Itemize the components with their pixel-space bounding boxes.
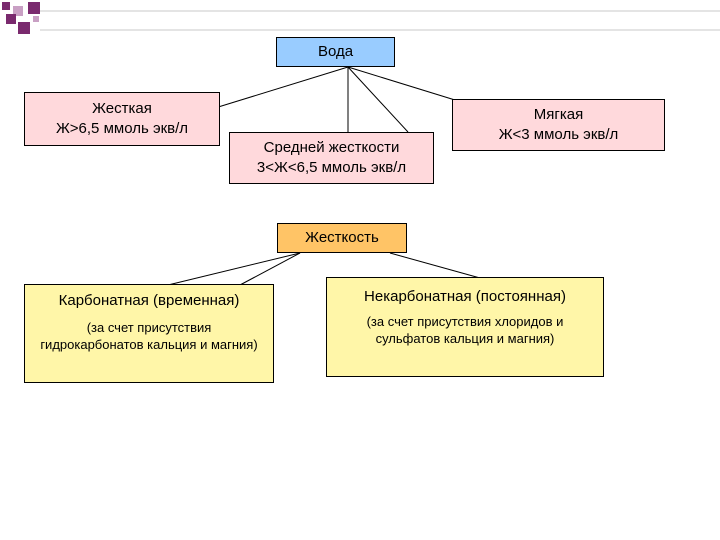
decor-square-1 (2, 2, 10, 10)
node-hardness: Жесткость (277, 223, 407, 253)
decor-square-6 (33, 16, 39, 22)
connector-water-medium-2 (347, 66, 409, 133)
hardness-label: Жесткость (305, 229, 379, 246)
connector-water-hard (214, 66, 349, 109)
root-label: Вода (317, 43, 354, 60)
hard-water-title: Жесткая (92, 100, 152, 117)
decor-square-5 (18, 22, 30, 34)
decorative-lines (40, 10, 720, 31)
soft-water-condition: Ж<3 ммоль экв/л (498, 126, 619, 143)
soft-water-title: Мягкая (533, 106, 584, 123)
decor-square-2 (13, 6, 23, 16)
connector-hardness-noncarbonate (389, 252, 481, 279)
noncarbonate-title: Некарбонатная (постоянная) (364, 288, 566, 305)
noncarbonate-note: (за счет присутствия хлоридов и сульфато… (366, 314, 564, 346)
carbonate-title: Карбонатная (временная) (58, 292, 240, 309)
medium-hardness-condition: 3<Ж<6,5 ммоль экв/л (256, 159, 407, 176)
connector-water-soft (347, 66, 456, 101)
node-hard-water: Жесткая Ж>6,5 ммоль экв/л (24, 92, 220, 146)
node-medium-hardness: Средней жесткости 3<Ж<6,5 ммоль экв/л (229, 132, 434, 184)
root-node-water: Вода (276, 37, 395, 67)
node-carbonate-hardness: Карбонатная (временная) (за счет присутс… (24, 284, 274, 383)
node-noncarbonate-hardness: Некарбонатная (постоянная) (за счет прис… (326, 277, 604, 377)
connector-hardness-carbonate (167, 252, 301, 286)
connector-hardness-carbonate-2 (239, 252, 301, 286)
carbonate-note: (за счет присутствия гидрокарбонатов кал… (40, 320, 258, 352)
node-soft-water: Мягкая Ж<3 ммоль экв/л (452, 99, 665, 151)
medium-hardness-title: Средней жесткости (263, 139, 400, 156)
decor-square-4 (6, 14, 16, 24)
decor-square-3 (28, 2, 40, 14)
hard-water-condition: Ж>6,5 ммоль экв/л (55, 120, 189, 137)
